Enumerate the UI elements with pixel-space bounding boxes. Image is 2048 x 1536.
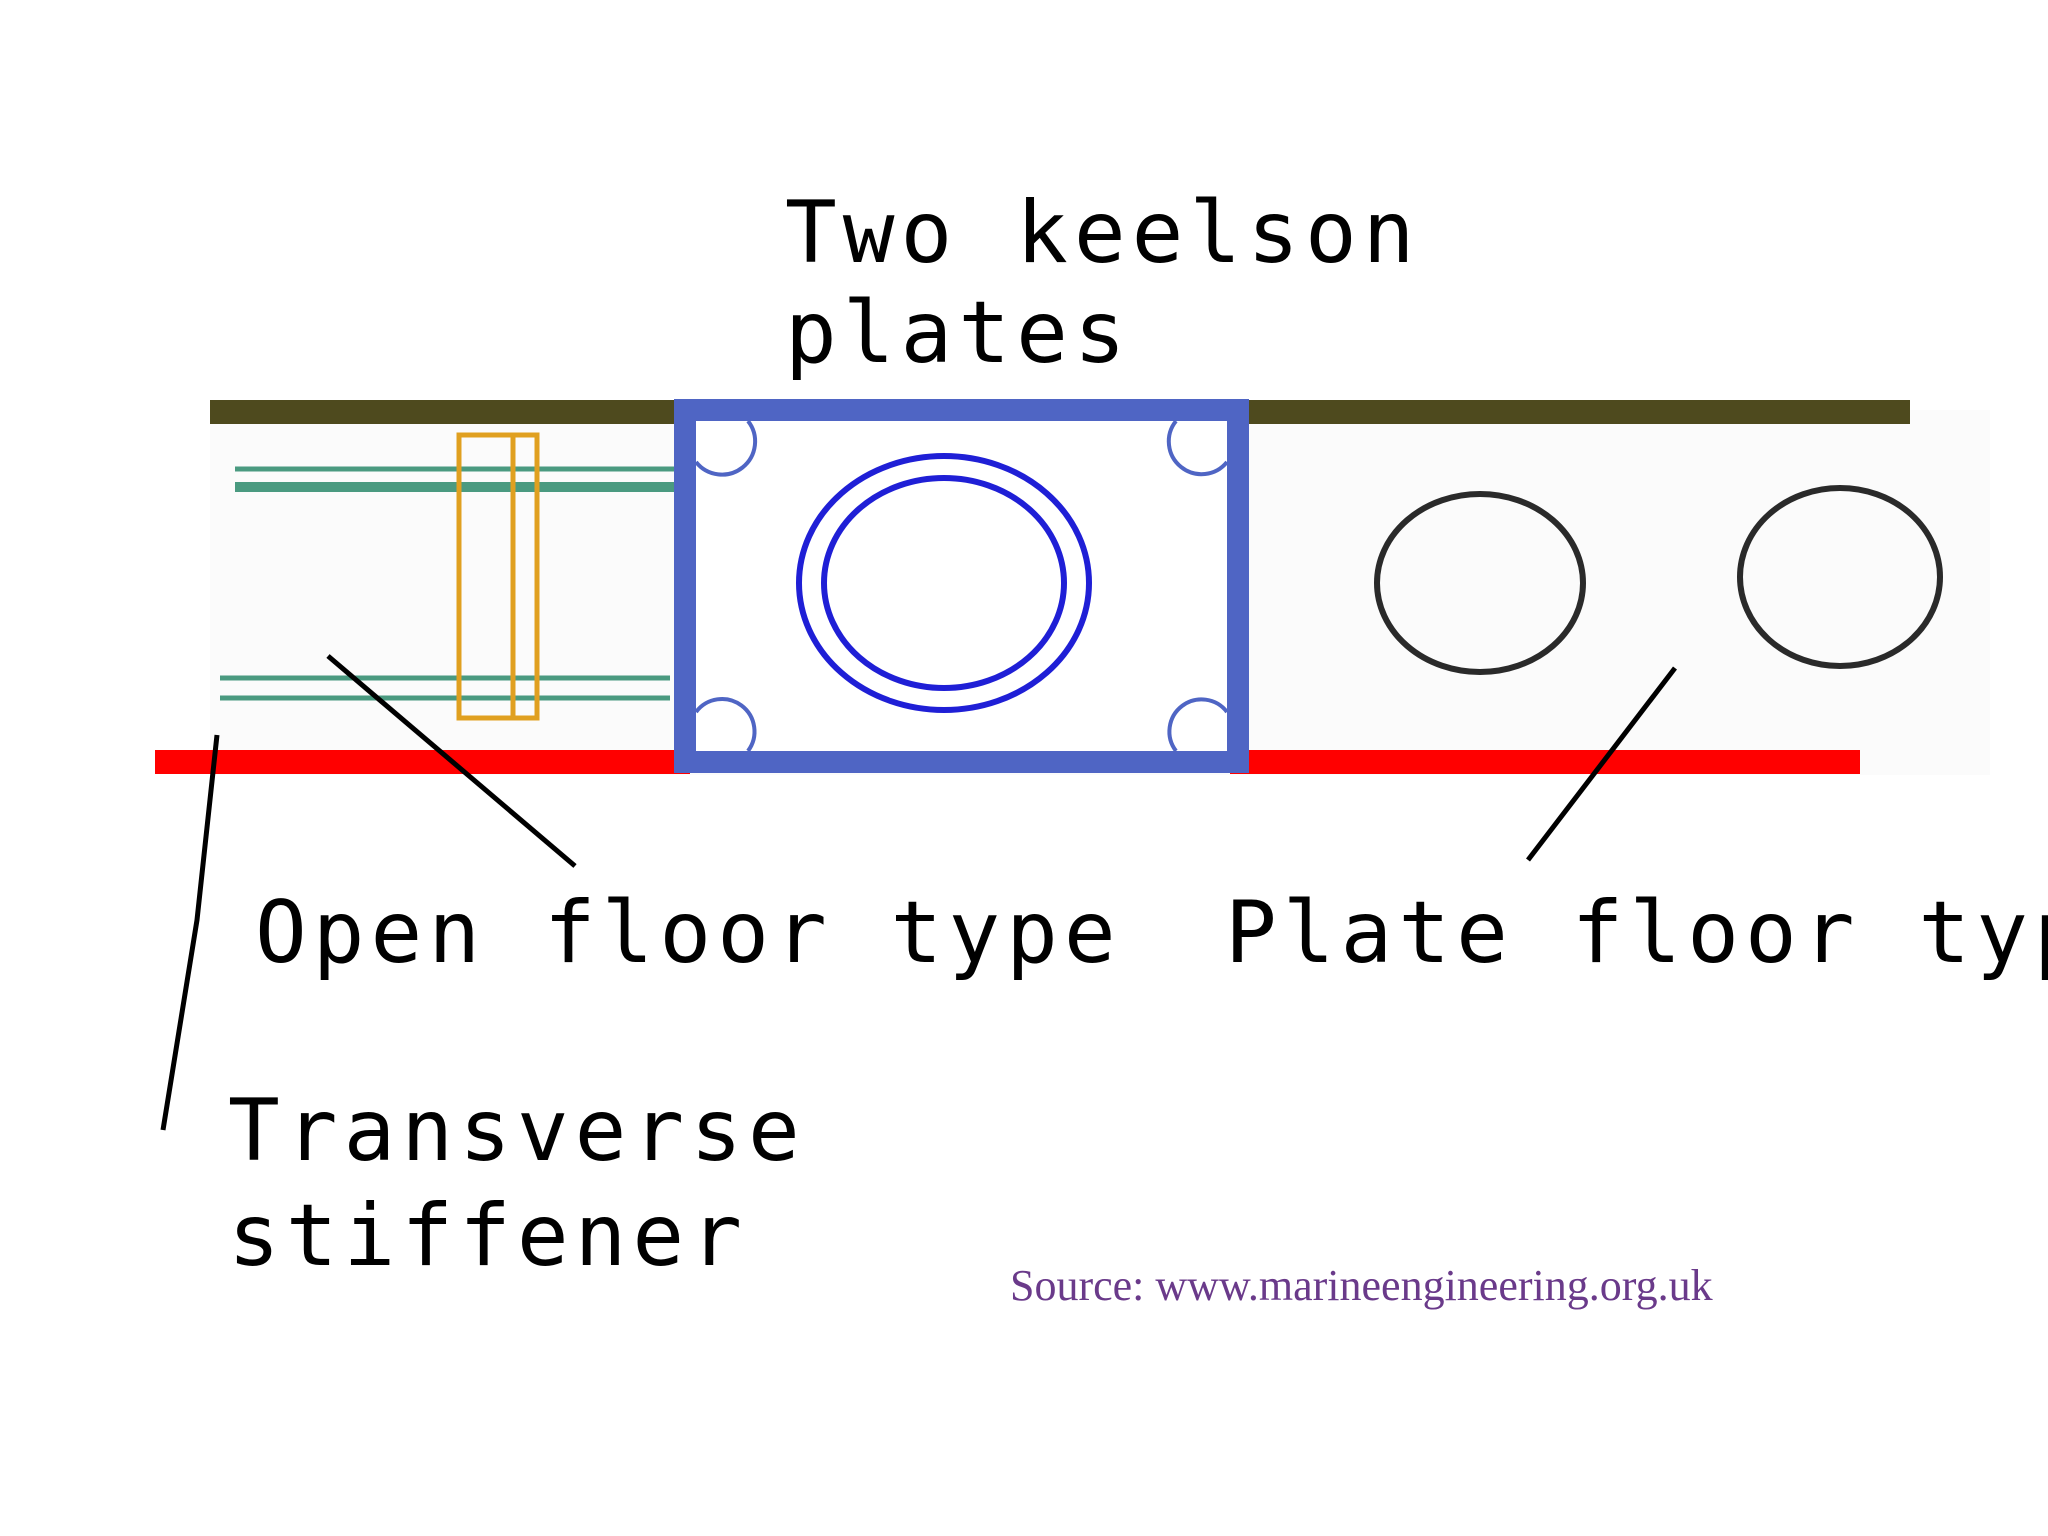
open-floor-leader-line — [326, 654, 577, 868]
keelson-box — [674, 399, 1249, 773]
keelson-label-line2: plates — [785, 283, 1132, 383]
plate-floor-hole-1 — [1374, 491, 1586, 675]
plate-floor-leader-line — [1526, 666, 1677, 862]
source-attribution: Source: www.marineengineering.org.uk — [1010, 1261, 1713, 1310]
keelson-scallop-top-right — [1166, 419, 1229, 477]
keelson-scallop-bottom-right — [1167, 697, 1229, 753]
keelson-scallop-bottom-left — [694, 697, 757, 753]
transverse-stiffener-web — [510, 432, 540, 721]
stiffener-label-line1: Transverse — [228, 1081, 806, 1181]
plate-floor-label: Plate floor type — [1225, 883, 2048, 983]
open-floor-label: Open floor type — [255, 883, 1122, 983]
plate-floor-hole-2 — [1737, 485, 1943, 669]
center-hole-outer-ring — [796, 453, 1092, 713]
stiffener-label-line2: stiffener — [228, 1186, 748, 1286]
center-hole-inner-ring — [821, 475, 1067, 691]
stiffener-leader-line — [160, 734, 220, 1131]
keelson-label-line1: Two keelson — [785, 183, 1421, 283]
keelson-scallop-top-left — [694, 419, 758, 477]
